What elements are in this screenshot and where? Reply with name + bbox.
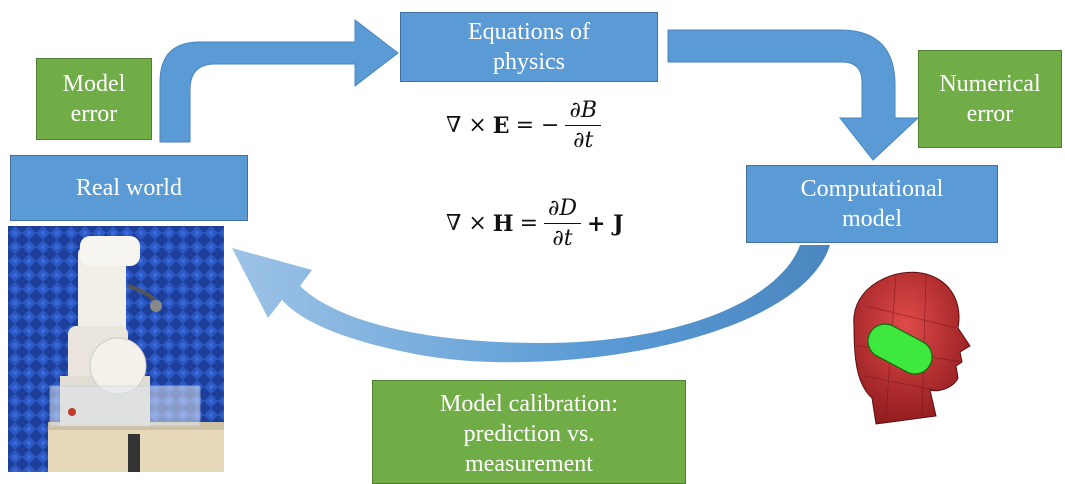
arrow-calibration xyxy=(232,245,830,363)
calibration-box: Model calibration: prediction vs. measur… xyxy=(372,380,686,484)
real-world-box: Real world xyxy=(10,155,248,221)
ampere-equation: ∇ × H = ∂D ∂t + J xyxy=(446,196,624,251)
antenna-model xyxy=(867,323,933,375)
equations-box: Equations of physics xyxy=(400,12,658,82)
model-error-box: Model error xyxy=(36,58,152,140)
real-world-photo xyxy=(8,226,224,472)
head-model xyxy=(853,271,971,425)
arrow-to-model xyxy=(667,29,920,161)
numerical-error-box: Numerical error xyxy=(918,50,1062,148)
computational-model-box: Computational model xyxy=(746,165,998,243)
arrow-to-equations xyxy=(159,18,399,143)
faraday-equation: ∇ × E = − ∂B ∂t xyxy=(446,98,607,153)
